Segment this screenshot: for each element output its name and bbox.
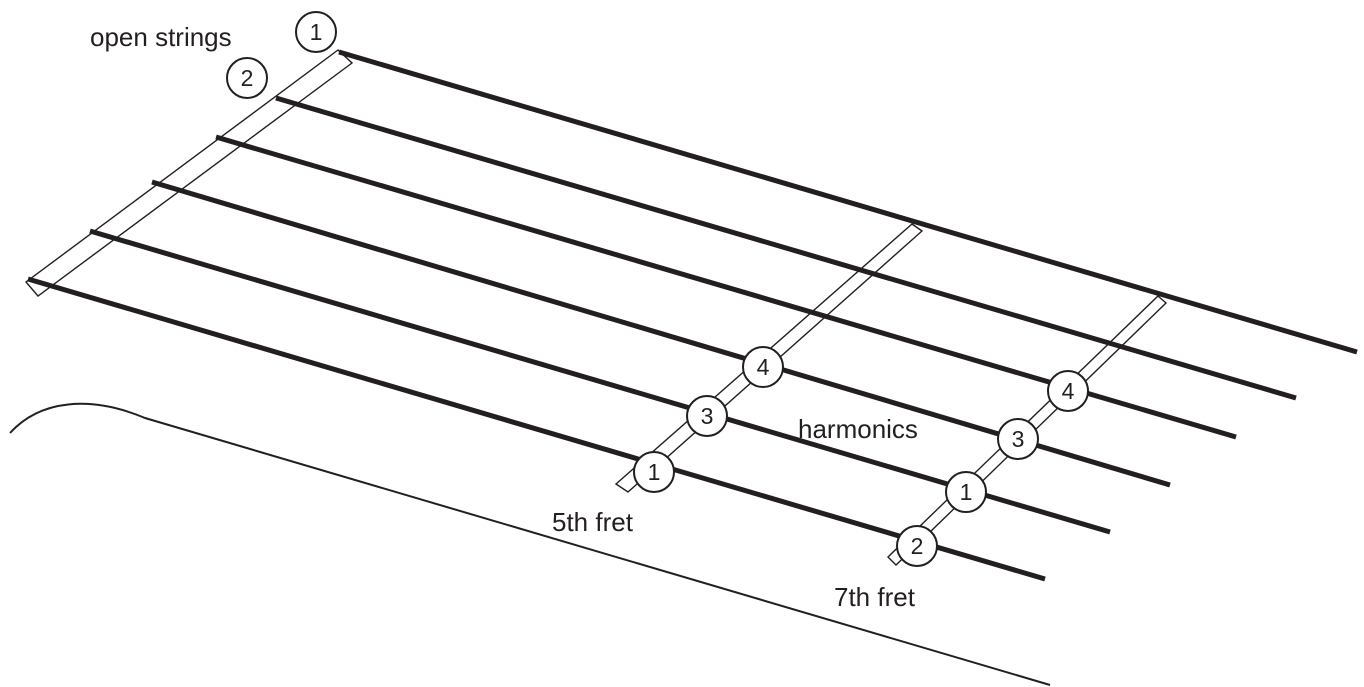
fret7-marker-1: 1: [945, 471, 987, 513]
guitar-body-outline: [9, 402, 1051, 686]
svg-text:1: 1: [960, 479, 973, 505]
fret5-marker-4: 4: [742, 346, 784, 388]
fret7-marker-2: 2: [896, 525, 938, 567]
svg-text:4: 4: [757, 354, 770, 380]
open-string-marker-2: 2: [226, 57, 268, 99]
strings: [27, 49, 1358, 582]
string-1: [338, 49, 1358, 355]
svg-text:3: 3: [1012, 426, 1025, 452]
open-string-marker-1: 1: [295, 11, 337, 53]
fret7-marker-3: 3: [997, 418, 1039, 460]
svg-text:2: 2: [241, 65, 254, 91]
svg-text:3: 3: [701, 403, 714, 429]
fret-7: [887, 295, 1168, 566]
string-5: [89, 228, 1111, 535]
fret5-marker-3: 3: [686, 395, 728, 437]
fret7-marker-4: 4: [1047, 370, 1089, 412]
svg-text:1: 1: [648, 459, 661, 485]
string-2: [275, 95, 1297, 401]
label-open-strings: open strings: [90, 22, 232, 52]
label-7th-fret: 7th fret: [834, 582, 916, 612]
fret5-marker-1: 1: [633, 451, 675, 493]
label-harmonics: harmonics: [798, 414, 918, 444]
svg-text:4: 4: [1062, 378, 1075, 404]
svg-text:2: 2: [911, 533, 924, 559]
nut: [24, 49, 354, 297]
string-6: [27, 276, 1046, 582]
label-5th-fret: 5th fret: [552, 507, 634, 537]
svg-text:1: 1: [310, 19, 323, 45]
